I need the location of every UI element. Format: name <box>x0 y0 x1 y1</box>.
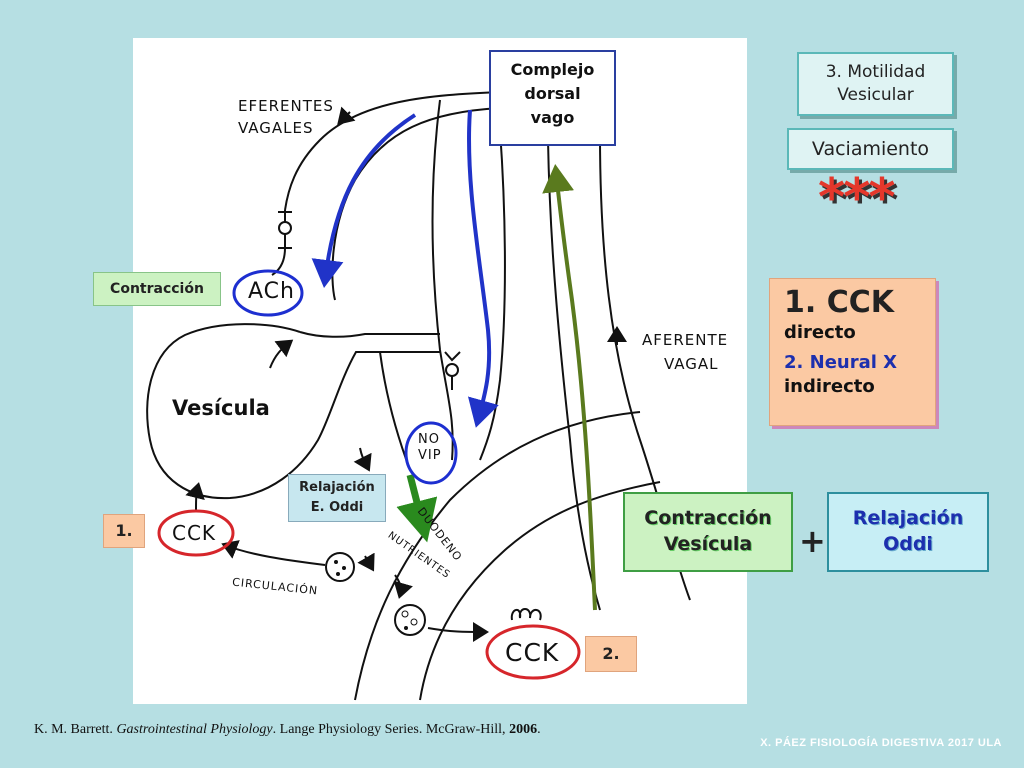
cell-nutrient <box>394 604 426 636</box>
cck-bottom-label: CCK <box>505 638 560 667</box>
plus-sign: + <box>799 522 826 560</box>
motilidad-line-2: Vesicular <box>837 85 914 105</box>
citation-author: K. M. Barrett. <box>34 722 117 737</box>
cck-title: 1. CCK <box>784 285 894 320</box>
cck-to-ves-arrow <box>185 482 205 511</box>
contraccion-vesicula-line-1: Contracción <box>644 507 772 529</box>
vip-text: VIP <box>418 448 442 463</box>
vesicula-label: Vesícula <box>172 396 270 420</box>
no-text: NO <box>418 432 440 447</box>
cck-ring-top <box>157 509 235 557</box>
duodenum-wall-inner <box>419 481 661 701</box>
efferent-pointer-arrow <box>337 106 356 125</box>
step-1-badge: 1. <box>103 514 145 548</box>
diagram-panel <box>133 38 747 704</box>
afferent-arrow <box>542 164 597 611</box>
no-vip-ring <box>404 421 458 485</box>
efferent-nerve <box>284 91 501 211</box>
footer-credit: X. PÁEZ FISIOLOGÍA DIGESTIVA 2017 ULA <box>760 737 1002 749</box>
cell-circulation <box>325 552 355 582</box>
ach-label: ACh <box>248 279 295 304</box>
nutrient-arrow-2 <box>393 574 413 599</box>
relajacion-line-2: E. Oddi <box>310 500 364 515</box>
aferente-line-1: AFERENTE <box>642 331 729 349</box>
cck-indirecto: indirecto <box>784 376 875 397</box>
cystic-duct <box>299 331 440 338</box>
cell-to-cck-arrow <box>427 621 489 642</box>
synapse-upper <box>271 210 292 276</box>
relajacion-oddi-line-2: Oddi <box>883 533 933 555</box>
no-vip-label: NO VIP <box>418 432 442 464</box>
ach-ring <box>232 269 304 317</box>
complejo-line-2: dorsal <box>524 84 581 103</box>
relajacion-line-1: Relajación <box>299 480 375 495</box>
afferent-nerve-outer <box>547 139 601 611</box>
vaciamiento-box: Vaciamiento <box>787 128 954 170</box>
circulation-arrow <box>221 540 326 566</box>
eferentes-line-1: EFERENTES <box>238 97 334 115</box>
efferent-arrow-left <box>311 113 417 288</box>
motilidad-line-1: 3. Motilidad <box>825 62 926 82</box>
stars-mark: *** <box>818 168 896 228</box>
eferentes-line-2: VAGALES <box>238 119 314 137</box>
complejo-dorsal-vago-box: Complejo dorsal vago <box>489 50 616 146</box>
citation-year: 2006 <box>509 722 538 737</box>
aferente-label: AFERENTE VAGAL <box>642 328 728 376</box>
efferent-arrow-right <box>467 109 499 428</box>
central-nerve-left <box>431 99 454 461</box>
relajacion-e-oddi-box: Relajación E. Oddi <box>288 474 386 522</box>
cck-directo: directo <box>784 322 856 343</box>
citation-title: Gastrointestinal Physiology <box>116 722 273 737</box>
complejo-line-3: vago <box>530 108 575 127</box>
contraccion-vesicula-box: Contracción Vesícula <box>623 492 793 572</box>
step-2-badge: 2. <box>585 636 637 672</box>
relajacion-oddi-line-1: Relajación <box>852 507 964 529</box>
efferent-nerve-inner <box>331 107 501 301</box>
citation-publisher: . Lange Physiology Series. McGraw-Hill, <box>272 722 510 737</box>
relajacion-oddi-box: Relajación Oddi <box>827 492 989 572</box>
citation: K. M. Barrett. Gastrointestinal Physiolo… <box>34 722 541 738</box>
motilidad-vesicular-box: 3. Motilidad Vesicular <box>797 52 954 116</box>
cck-neural: 2. Neural X <box>784 352 898 373</box>
complejo-line-1: Complejo <box>510 60 595 79</box>
relax-oddi-arrow <box>396 474 438 543</box>
gallbladder-outline <box>146 323 440 500</box>
citation-end: . <box>537 722 541 737</box>
cck-mechanism-box: 1. CCK directo 2. Neural X indirecto <box>769 278 936 426</box>
cck-ring-bottom <box>485 624 581 680</box>
endocrine-cell <box>510 608 542 621</box>
flow-arrow-ves <box>269 339 294 369</box>
duct-arrow <box>353 447 372 472</box>
synapse-middle <box>444 351 461 390</box>
central-nerve-right <box>479 129 506 461</box>
nutrient-arrow <box>357 552 375 572</box>
contraccion-vesicula-line-2: Vesícula <box>663 533 753 555</box>
cck-top-label: CCK <box>172 521 217 545</box>
duodenum-wall-outer <box>354 411 641 701</box>
aferente-line-2: VAGAL <box>664 355 719 373</box>
contraccion-label-box: Contracción <box>93 272 221 306</box>
eferentes-label: EFERENTES VAGALES <box>238 95 334 139</box>
